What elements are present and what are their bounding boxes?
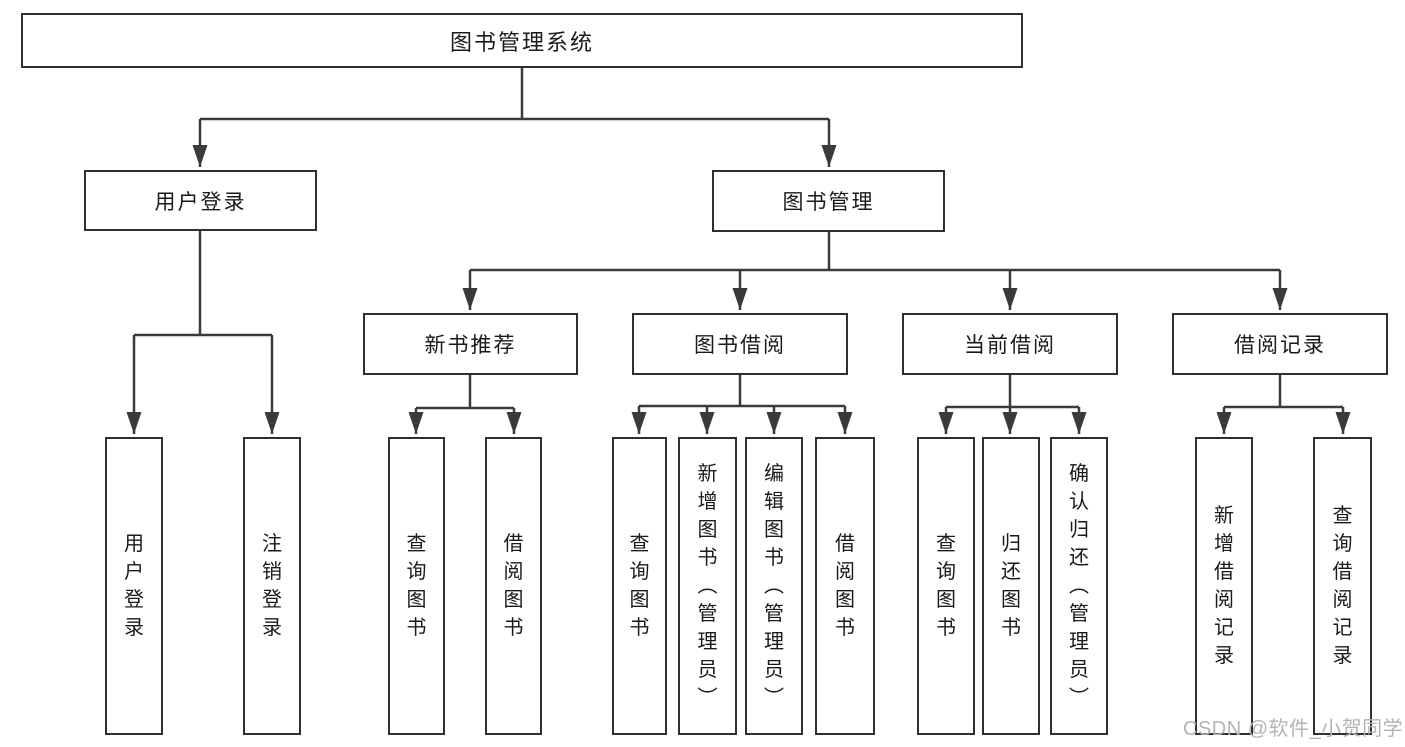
node-edit-books-admin: 编辑图书︵管理员︶ bbox=[745, 437, 803, 735]
arrowhead-icon bbox=[1071, 412, 1087, 434]
arrowhead-icon bbox=[1216, 412, 1232, 434]
node-label: 新增图书︵管理员︶ bbox=[697, 463, 718, 709]
node-root: 图书管理系统 bbox=[21, 13, 1023, 68]
node-return-books: 归还图书 bbox=[982, 437, 1040, 735]
node-query-borrow-record: 查询借阅记录 bbox=[1313, 437, 1372, 735]
arrowhead-icon bbox=[462, 288, 478, 310]
arrowhead-icon bbox=[1002, 288, 1018, 310]
node-label: 查询图书 bbox=[936, 533, 956, 639]
node-label: 图书管理系统 bbox=[449, 29, 594, 55]
node-label: 借阅图书 bbox=[503, 533, 524, 639]
arrowhead-icon bbox=[192, 145, 208, 167]
arrowhead-icon bbox=[506, 412, 522, 434]
node-label: 确认归还︵管理员︶ bbox=[1069, 463, 1089, 709]
arrowhead-icon bbox=[126, 412, 142, 434]
node-user-login: 用户登录 bbox=[105, 437, 163, 735]
node-label: 归还图书 bbox=[1001, 533, 1021, 639]
arrowhead-icon bbox=[837, 412, 853, 434]
arrowhead-icon bbox=[938, 412, 954, 434]
node-current-borrowing: 当前借阅 bbox=[902, 313, 1118, 375]
node-borrowing-records: 借阅记录 bbox=[1172, 313, 1388, 375]
node-query-books-1: 查询图书 bbox=[388, 437, 445, 735]
arrowhead-icon bbox=[766, 412, 782, 434]
node-confirm-return-admin: 确认归还︵管理员︶ bbox=[1050, 437, 1108, 735]
node-label: 借阅记录 bbox=[1234, 334, 1326, 357]
node-book-borrowing: 图书借阅 bbox=[632, 313, 848, 375]
node-borrow-books-1: 借阅图书 bbox=[485, 437, 542, 735]
node-add-borrow-record: 新增借阅记录 bbox=[1195, 437, 1253, 735]
node-label: 图书管理 bbox=[782, 191, 875, 214]
node-label: 编辑图书︵管理员︶ bbox=[764, 463, 784, 709]
node-label: 新增借阅记录 bbox=[1214, 505, 1234, 667]
node-user-login-branch: 用户登录 bbox=[84, 170, 317, 231]
node-logout: 注销登录 bbox=[243, 437, 301, 735]
node-borrow-books-2: 借阅图书 bbox=[815, 437, 875, 735]
node-label: 新书推荐 bbox=[424, 334, 517, 357]
node-label: 图书借阅 bbox=[694, 334, 786, 357]
arrowhead-icon bbox=[264, 412, 280, 434]
node-query-books-2: 查询图书 bbox=[612, 437, 667, 735]
node-add-books-admin: 新增图书︵管理员︶ bbox=[678, 437, 737, 735]
arrowhead-icon bbox=[699, 412, 715, 434]
arrowhead-icon bbox=[631, 412, 647, 434]
arrowhead-icon bbox=[821, 145, 837, 167]
node-label: 用户登录 bbox=[124, 533, 144, 639]
arrowhead-icon bbox=[1335, 412, 1351, 434]
node-label: 借阅图书 bbox=[835, 533, 855, 639]
node-new-book-recommend: 新书推荐 bbox=[363, 313, 578, 375]
arrowhead-icon bbox=[1272, 288, 1288, 310]
node-label: 注销登录 bbox=[262, 533, 282, 639]
node-label: 查询借阅记录 bbox=[1332, 505, 1353, 667]
node-label: 用户登录 bbox=[154, 190, 247, 214]
node-label: 当前借阅 bbox=[964, 334, 1056, 357]
arrowhead-icon bbox=[408, 412, 424, 434]
node-label: 查询图书 bbox=[406, 533, 427, 639]
arrowhead-icon bbox=[732, 288, 748, 310]
node-label: 查询图书 bbox=[629, 533, 650, 639]
watermark: CSDN @软件_小贺同学 bbox=[1183, 718, 1404, 740]
node-book-management: 图书管理 bbox=[712, 170, 945, 232]
node-query-books-3: 查询图书 bbox=[917, 437, 975, 735]
arrowhead-icon bbox=[1002, 412, 1018, 434]
